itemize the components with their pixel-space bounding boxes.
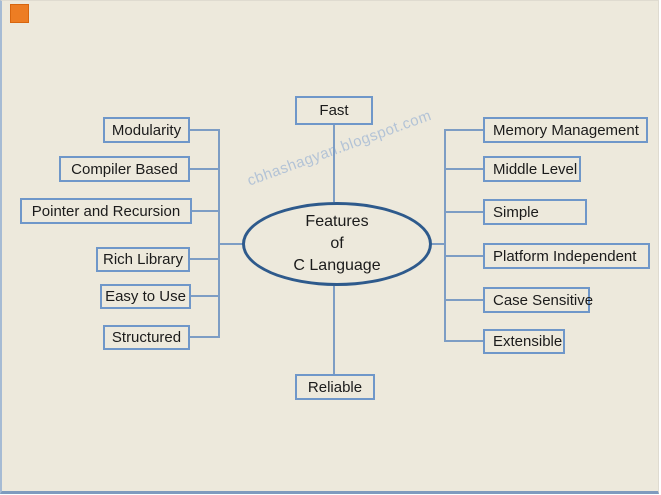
- central-ellipse: Features of C Language: [242, 202, 432, 286]
- connector-stub-modularity: [190, 129, 220, 131]
- central-title-line1: Features: [305, 213, 369, 230]
- node-fast: Fast: [295, 96, 373, 125]
- connector-stub-rich-library: [190, 258, 220, 260]
- node-memory-management: Memory Management: [483, 117, 648, 143]
- node-rich-library: Rich Library: [96, 247, 190, 272]
- central-title-line3: C Language: [293, 257, 381, 274]
- connector-stub-easy-to-use: [191, 295, 220, 297]
- node-pointer-and-recursion: Pointer and Recursion: [20, 198, 192, 224]
- connector-right-trunk: [444, 129, 446, 342]
- connector-stub-extensible: [444, 340, 483, 342]
- central-title-line2: of: [330, 235, 344, 252]
- connector-right-to-ellipse: [430, 243, 444, 245]
- node-structured: Structured: [103, 325, 190, 350]
- connector-stub-compiler-based: [190, 168, 220, 170]
- connector-stub-structured: [190, 336, 220, 338]
- node-compiler-based: Compiler Based: [59, 156, 190, 182]
- node-platform-independent: Platform Independent: [483, 243, 650, 269]
- node-middle-level: Middle Level: [483, 156, 581, 182]
- connector-left-to-ellipse: [218, 243, 244, 245]
- connector-stub-case-sensitive: [444, 299, 483, 301]
- node-simple: Simple: [483, 199, 587, 225]
- node-reliable: Reliable: [295, 374, 375, 400]
- connector-stub-middle-level: [444, 168, 483, 170]
- connector-stub-pointer-and-recursion: [192, 210, 220, 212]
- connector-stub-memory-management: [444, 129, 483, 131]
- connector-stub-platform-independent: [444, 255, 483, 257]
- node-easy-to-use: Easy to Use: [100, 284, 191, 309]
- node-case-sensitive: Case Sensitive: [483, 287, 593, 313]
- connector-stub-simple: [444, 211, 483, 213]
- connector-fast-to-ellipse: [333, 124, 335, 202]
- connector-left-trunk: [218, 129, 220, 338]
- node-extensible: Extensible: [483, 329, 565, 354]
- connector-ellipse-to-reliable: [333, 286, 335, 374]
- node-modularity: Modularity: [103, 117, 190, 143]
- orange-marker: [10, 4, 29, 23]
